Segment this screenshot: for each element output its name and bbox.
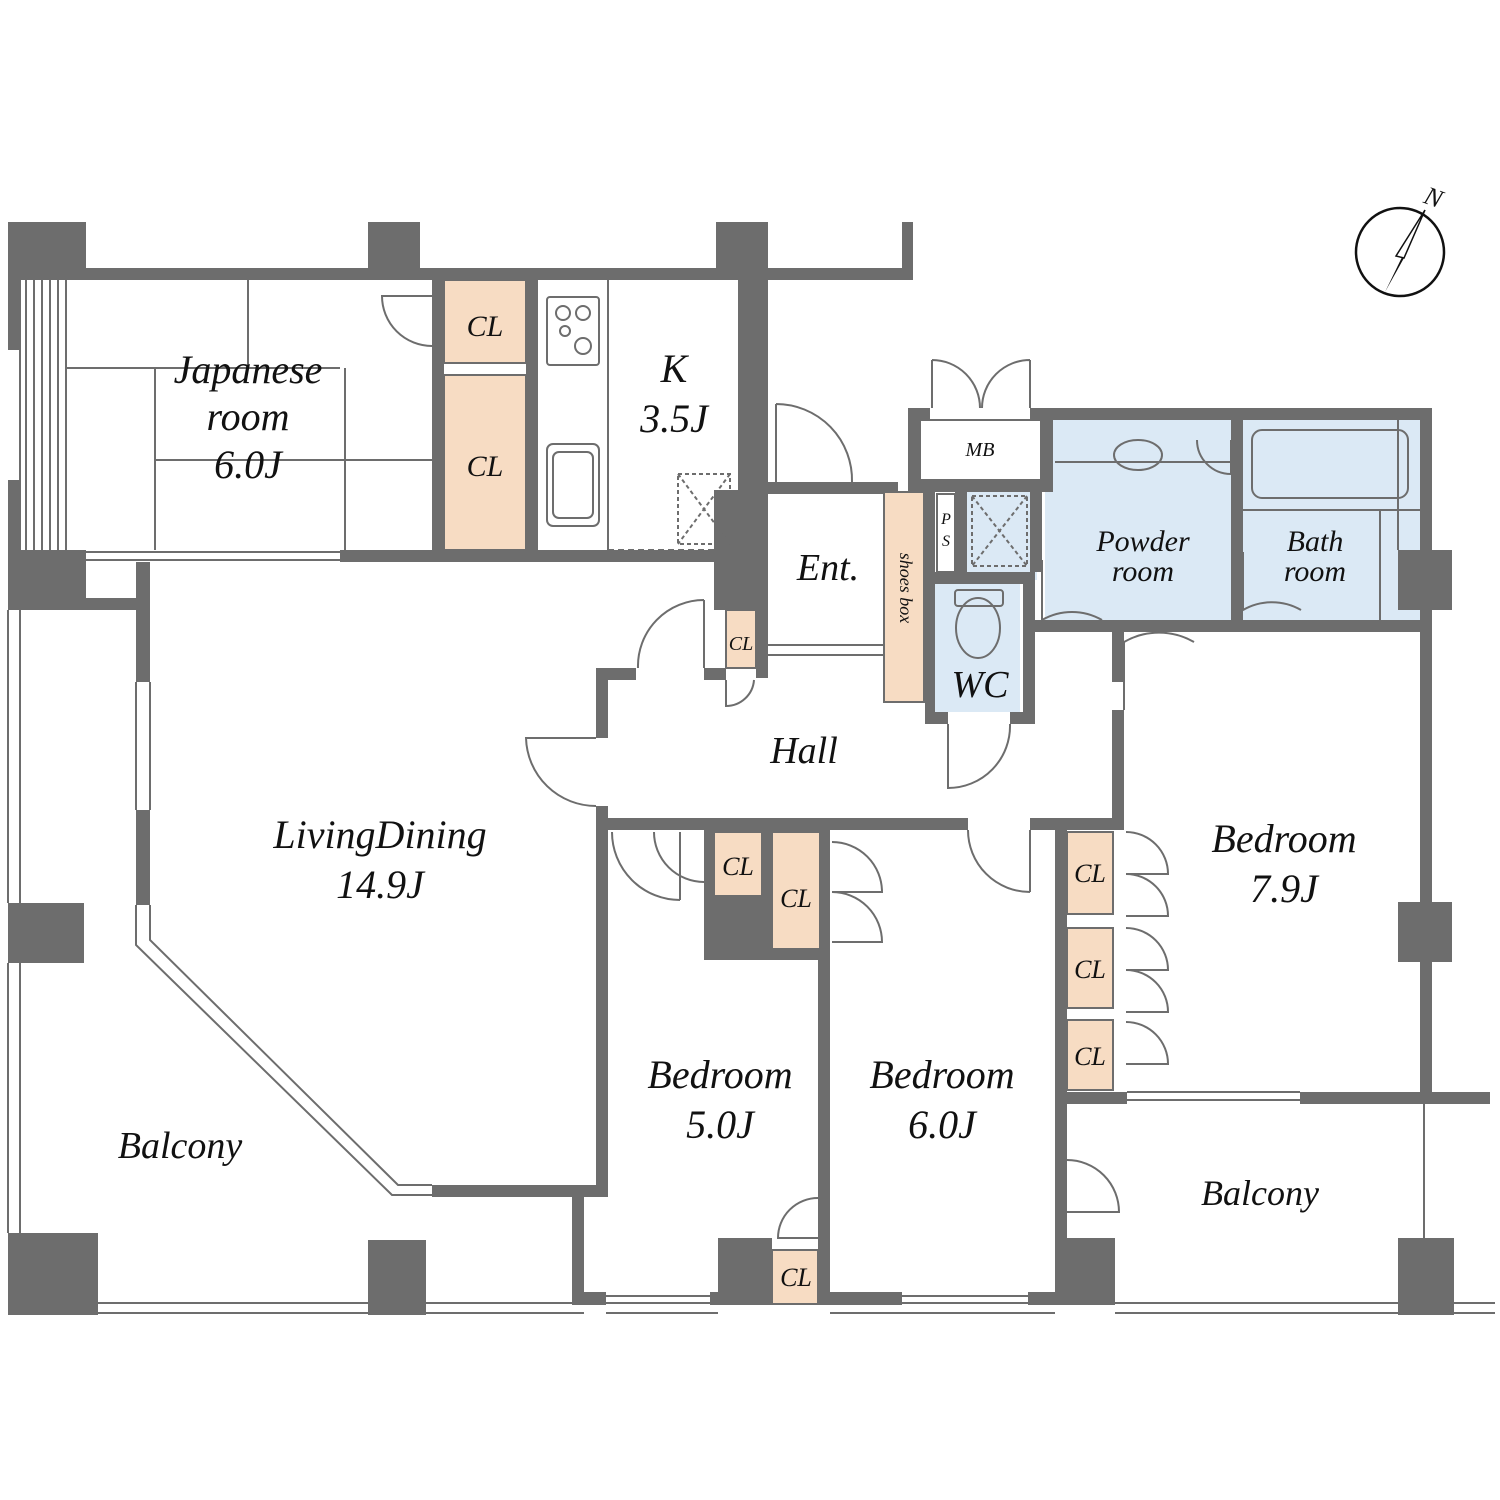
bedroom-east-name: Bedroom bbox=[1211, 816, 1356, 861]
door-bath[interactable] bbox=[1242, 552, 1302, 612]
compass-icon bbox=[1354, 206, 1446, 298]
door-closet-b79c[interactable] bbox=[1125, 1021, 1170, 1065]
door-closet-hall[interactable] bbox=[725, 679, 755, 708]
balcony-east-name: Balcony bbox=[1201, 1173, 1319, 1213]
door-closet-b5b[interactable] bbox=[776, 1197, 819, 1239]
door-powder[interactable] bbox=[1041, 560, 1103, 622]
stove-icon bbox=[546, 296, 600, 366]
pipe-space bbox=[936, 493, 956, 573]
door-bedroom79[interactable] bbox=[1123, 631, 1195, 710]
entrance-name: Ent. bbox=[796, 547, 859, 589]
living-size: 14.9J bbox=[336, 862, 426, 907]
toilet-icon bbox=[955, 597, 1001, 659]
closet-hall bbox=[725, 609, 757, 669]
powder-name: Powder bbox=[1095, 525, 1190, 558]
closet-label: CL bbox=[722, 852, 754, 881]
bedroom-mid-size: 6.0J bbox=[908, 1102, 978, 1147]
compass-label: N bbox=[1419, 180, 1448, 214]
closet-bedroom6 bbox=[771, 831, 821, 950]
door-closet-b79a2[interactable] bbox=[1125, 873, 1170, 917]
japanese-room-size: 6.0J bbox=[214, 442, 284, 487]
living-name: LivingDining bbox=[272, 812, 486, 857]
meter-box bbox=[919, 419, 1042, 481]
closet-bedroom79-c bbox=[1066, 1019, 1114, 1091]
closet-label: CL bbox=[467, 310, 504, 343]
shoes-box-name: shoes box bbox=[896, 553, 916, 624]
balcony-west-name: Balcony bbox=[118, 1125, 243, 1167]
closet-label: CL bbox=[729, 633, 753, 655]
kitchen-size: 3.5J bbox=[639, 396, 710, 441]
closets bbox=[443, 279, 1114, 1305]
bath-name-2: room bbox=[1284, 555, 1346, 588]
door-closet-b79a[interactable] bbox=[1125, 831, 1170, 875]
closet-bedroom79-b bbox=[1066, 927, 1114, 1009]
door-closet-b79b[interactable] bbox=[1125, 927, 1170, 971]
closet-bedroom79-a bbox=[1066, 831, 1114, 915]
hall-name: Hall bbox=[769, 730, 838, 772]
door-front[interactable] bbox=[775, 403, 854, 483]
wet-area bbox=[935, 420, 1420, 712]
door-powder-top[interactable] bbox=[1196, 439, 1232, 476]
bedroom-small-name: Bedroom bbox=[647, 1052, 792, 1097]
labels: Japanese room 6.0J K 3.5J LivingDining 1… bbox=[118, 180, 1448, 1292]
door-bedroom6[interactable] bbox=[967, 829, 1031, 893]
bath-name: Bath bbox=[1287, 525, 1344, 558]
basin-icon bbox=[1113, 439, 1163, 471]
ps-name-2: S bbox=[942, 533, 950, 550]
kitchen-name: K bbox=[660, 346, 690, 391]
japanese-room-name: Japanese bbox=[174, 347, 323, 392]
closet-label: CL bbox=[467, 450, 504, 483]
closet-label: CL bbox=[780, 884, 812, 913]
shoes-box bbox=[883, 491, 925, 703]
closet-label: CL bbox=[1074, 955, 1106, 984]
toilet-tank-icon bbox=[954, 589, 1004, 607]
closet-japanese-lower bbox=[443, 374, 527, 551]
door-bedroom5[interactable] bbox=[611, 831, 681, 901]
bedroom-mid-name: Bedroom bbox=[869, 1052, 1014, 1097]
closet-label: CL bbox=[1074, 1042, 1106, 1071]
door-mb-right[interactable] bbox=[981, 359, 1031, 409]
door-wc[interactable] bbox=[947, 723, 1012, 790]
bedroom-east-size: 7.9J bbox=[1250, 866, 1320, 911]
door-living[interactable] bbox=[636, 599, 705, 669]
closet-bedroom5-b bbox=[771, 1249, 819, 1305]
door-mb-left[interactable] bbox=[931, 359, 981, 409]
door-balcony-east[interactable] bbox=[1066, 1159, 1121, 1213]
powder-name-2: room bbox=[1112, 555, 1174, 588]
door-hall-living[interactable] bbox=[524, 737, 597, 807]
sink-icon bbox=[546, 443, 600, 527]
thin-lines bbox=[7, 280, 1495, 1314]
ps-name: P bbox=[940, 511, 951, 528]
wc-name: WC bbox=[952, 664, 1010, 706]
mb-name: MB bbox=[965, 439, 995, 461]
closet-label: CL bbox=[1074, 859, 1106, 888]
bath-fixtures bbox=[954, 420, 1420, 659]
walls bbox=[8, 222, 1490, 1315]
closet-label: CL bbox=[780, 1263, 812, 1292]
japanese-room-name-2: room bbox=[207, 394, 290, 439]
kitchen-fixtures bbox=[546, 296, 731, 545]
bedroom-small-size: 5.0J bbox=[686, 1102, 756, 1147]
door-japanese[interactable] bbox=[380, 295, 433, 347]
door-closet-b6a[interactable] bbox=[831, 841, 884, 893]
door-closet-b6b[interactable] bbox=[831, 891, 884, 943]
closet-japanese-upper bbox=[443, 279, 527, 364]
door-closet-b79b2[interactable] bbox=[1125, 969, 1170, 1013]
closet-bedroom5-a bbox=[713, 831, 763, 897]
door-bedroom5-closet[interactable] bbox=[653, 831, 705, 883]
bathtub-icon bbox=[1251, 429, 1409, 499]
doors bbox=[380, 295, 1302, 1239]
